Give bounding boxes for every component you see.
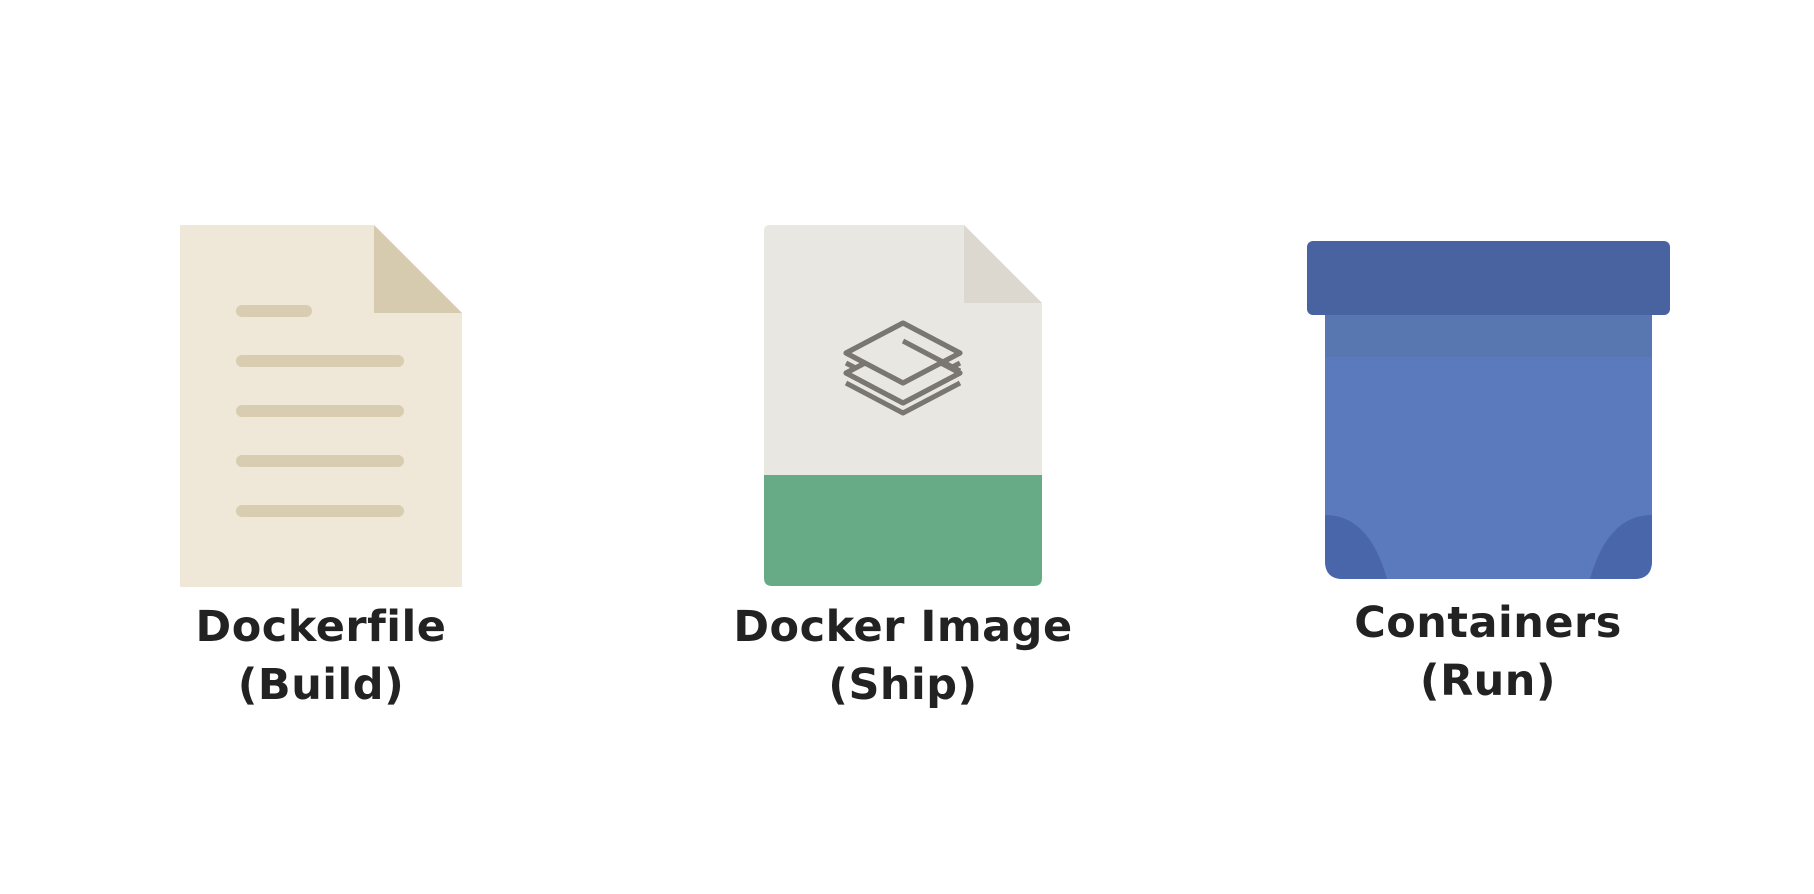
- dockerfile-subtitle: (Build): [237, 660, 405, 710]
- docker-image-label: Docker Image (Ship): [703, 598, 1103, 714]
- docker-image-title: Docker Image: [733, 602, 1073, 652]
- container-box-icon: [1307, 241, 1670, 579]
- docker-image-subtitle: (Ship): [828, 660, 978, 710]
- containers-title: Containers: [1354, 598, 1622, 648]
- dockerfile-document-icon: [180, 225, 462, 587]
- dockerfile-label: Dockerfile (Build): [121, 598, 521, 714]
- docker-image-layers-icon: [764, 225, 1042, 586]
- containers-label: Containers (Run): [1288, 594, 1688, 710]
- dockerfile-title: Dockerfile: [195, 602, 447, 652]
- containers-subtitle: (Run): [1419, 656, 1557, 706]
